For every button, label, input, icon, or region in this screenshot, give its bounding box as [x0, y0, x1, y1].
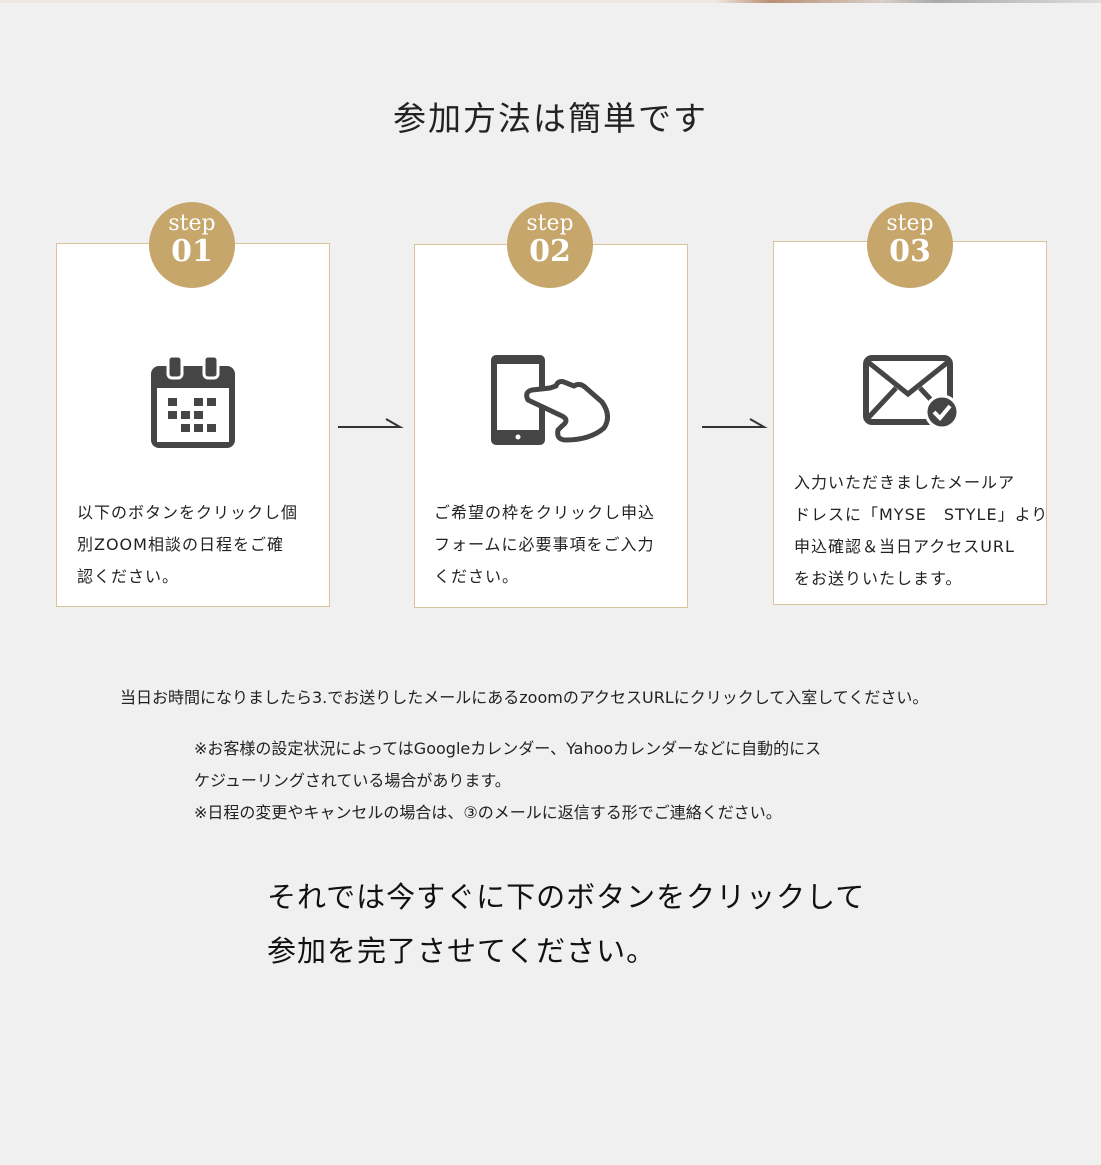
step-number: 03	[889, 234, 931, 269]
step-label: step	[526, 211, 574, 236]
step-card-2	[414, 244, 688, 608]
arrow-right-icon	[702, 418, 768, 428]
mail-check-icon	[863, 355, 960, 430]
step-label: step	[886, 211, 934, 236]
step-number: 02	[529, 234, 571, 269]
step-1-description: 以下のボタンをクリックし個別ZOOM相談の日程をご確認ください。	[77, 503, 299, 586]
notes: ※お客様の設定状況によってはGoogleカレンダー、Yahooカレンダーなどに自…	[194, 739, 822, 822]
arrow-right-icon	[338, 418, 404, 428]
calendar-icon	[151, 354, 235, 448]
call-to-action-text: それでは今すぐに下のボタンをクリックして参加を完了させてください。	[267, 880, 866, 968]
top-image-strip	[0, 0, 1101, 3]
step-number: 01	[171, 234, 213, 269]
page-title: 参加方法は簡単です	[393, 99, 708, 138]
step-3-description: 入力いただきましたメールアドレスに「MYSE STYLE」より申込確認＆当日アク…	[794, 473, 1049, 588]
step-2-description: ご希望の枠をクリックし申込フォームに必要事項をご入力ください。	[434, 503, 656, 586]
step-label: step	[168, 211, 216, 236]
smartphone-tap-icon	[491, 355, 610, 445]
access-notice: 当日お時間になりましたら3.でお送りしたメールにあるzoomのアクセスURLにク…	[120, 688, 929, 707]
